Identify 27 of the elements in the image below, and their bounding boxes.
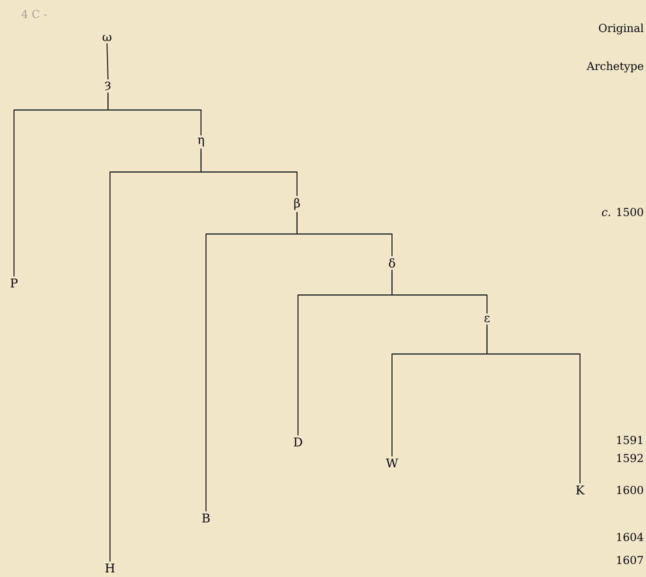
stemma-symbol: β [294, 198, 300, 210]
date-label: 1604 [617, 532, 644, 542]
stemma-line [108, 92, 202, 136]
stemma-line [106, 42, 108, 80]
stemma-symbol: ε [484, 316, 490, 322]
manuscript-label: B [202, 514, 210, 522]
stemma-line [486, 324, 580, 484]
row-label: Original [598, 24, 644, 34]
date-label: c. 1500 [602, 208, 644, 216]
stemma-line [200, 148, 298, 196]
stemma-symbol: η [198, 138, 204, 146]
date-label: 1592 [617, 454, 643, 462]
stemma-line [296, 212, 392, 257]
stemma-symbol: ω [102, 34, 112, 42]
manuscript-label: D [294, 438, 302, 446]
date-label: 1591 [617, 436, 642, 444]
stemma-symbol: δ [388, 258, 395, 268]
stemma-symbol: ȝ [105, 82, 110, 90]
manuscript-label: H [105, 564, 115, 572]
manuscript-label: P [10, 278, 18, 288]
pencil-note: 4 C - [22, 10, 47, 18]
row-label: Archetype [586, 62, 644, 72]
stemma-line [392, 269, 488, 314]
date-label: 1607 [617, 556, 643, 564]
date-label: 1600 [617, 486, 644, 494]
manuscript-label: W [386, 458, 398, 468]
manuscript-label: K [576, 486, 585, 494]
